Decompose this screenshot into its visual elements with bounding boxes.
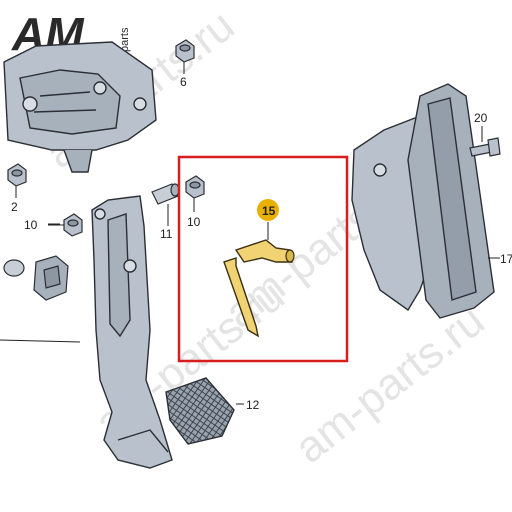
switch-block (33, 255, 69, 301)
callout-10-left: 10 (24, 218, 38, 232)
nut-part-10-left (63, 213, 83, 237)
callout-10-right: 10 (187, 215, 201, 229)
callout-11: 11 (160, 227, 173, 241)
callout-15: 15 (262, 204, 276, 218)
callout-2: 2 (11, 200, 18, 214)
brake-pad-part-12 (165, 377, 235, 445)
callout-6: 6 (180, 75, 187, 89)
bushing-part-11 (151, 183, 180, 205)
rubber-cap (3, 259, 25, 277)
part-15-badge (257, 199, 279, 221)
pedal-bracket-part-15 (223, 239, 295, 338)
nut-part-2 (7, 163, 27, 187)
nut-part-10-right (185, 175, 205, 199)
accelerator-pedal-part-17 (351, 83, 495, 319)
mounting-bracket (3, 41, 157, 173)
callout-20: 20 (474, 111, 488, 125)
bolt-part-20 (469, 137, 501, 157)
callout-17: 17 (500, 252, 512, 266)
nut-part-6 (175, 39, 195, 63)
brake-pedal-arm (91, 195, 173, 469)
logo-sub: parts (119, 27, 131, 52)
highlight-frame (177, 155, 349, 363)
callout-12: 12 (246, 398, 260, 412)
svg-text:am-parts.ru: am-parts.ru (286, 296, 493, 473)
